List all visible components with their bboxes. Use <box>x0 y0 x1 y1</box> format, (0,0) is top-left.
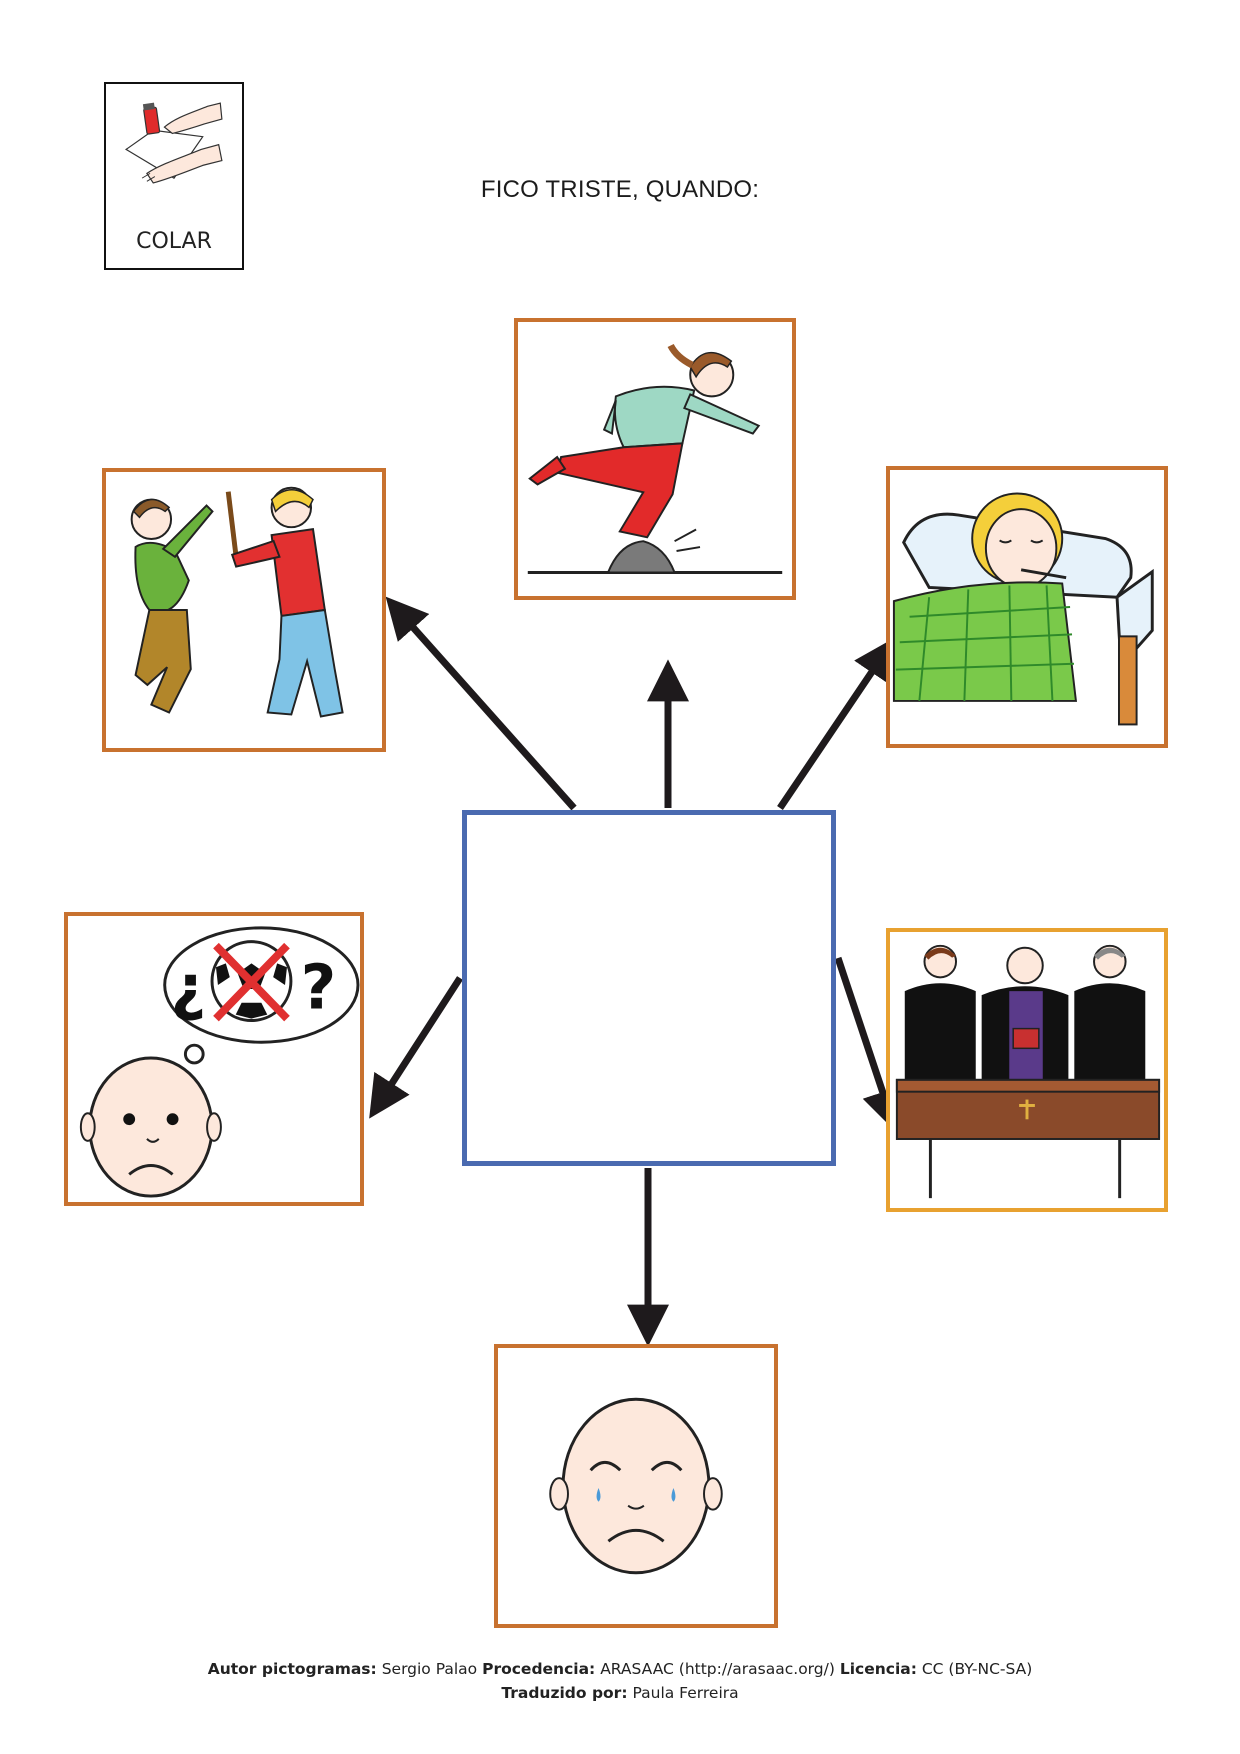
arrow-to-thinking <box>369 976 463 1119</box>
funeral-icon <box>895 944 1161 1199</box>
footer-credits-line1: Autor pictogramas: Sergio Palao Proceden… <box>0 1660 1240 1678</box>
pictogram-card-not-playing-football[interactable]: ¿ ? <box>64 912 364 1206</box>
arrow-to-funeral <box>834 956 903 1132</box>
pictogram-card-being-hit[interactable] <box>102 468 386 752</box>
instruction-label: COLAR <box>136 229 212 254</box>
translated-value: Paula Ferreira <box>632 1684 739 1702</box>
pictogram-card-being-sick[interactable] <box>886 466 1168 748</box>
pictogram-card-crying[interactable] <box>494 1344 778 1628</box>
trip-over-rock-icon <box>527 343 783 574</box>
pictogram-card-funeral[interactable] <box>886 928 1168 1212</box>
svg-text:¿: ¿ <box>171 953 206 1024</box>
source-label: Procedencia: <box>482 1660 596 1678</box>
arrow-to-being-hit <box>385 596 577 811</box>
translated-label: Traduzido por: <box>501 1684 628 1702</box>
sick-in-bed-icon <box>892 492 1154 726</box>
footer-credits-line2: Traduzido por: Paula Ferreira <box>0 1684 1240 1702</box>
thinking-no-football-icon: ¿ ? <box>79 926 360 1198</box>
crying-face-icon <box>549 1397 723 1575</box>
license-value: CC (BY-NC-SA) <box>921 1660 1033 1678</box>
page-title: FICO TRISTE, QUANDO: <box>480 176 760 203</box>
author-label: Autor pictogramas: <box>207 1660 377 1678</box>
glue-stick-icon <box>125 102 223 184</box>
fight-icon <box>130 486 344 718</box>
center-drop-box[interactable] <box>462 810 836 1166</box>
instruction-card: COLAR <box>104 82 244 270</box>
source-value: ARASAAC (http://arasaac.org/) <box>600 1660 835 1678</box>
pictogram-card-falling[interactable] <box>514 318 796 600</box>
svg-text:?: ? <box>301 953 336 1024</box>
author-value: Sergio Palao <box>381 1660 478 1678</box>
license-label: Licencia: <box>839 1660 917 1678</box>
arrow-to-being-sick <box>777 637 896 810</box>
